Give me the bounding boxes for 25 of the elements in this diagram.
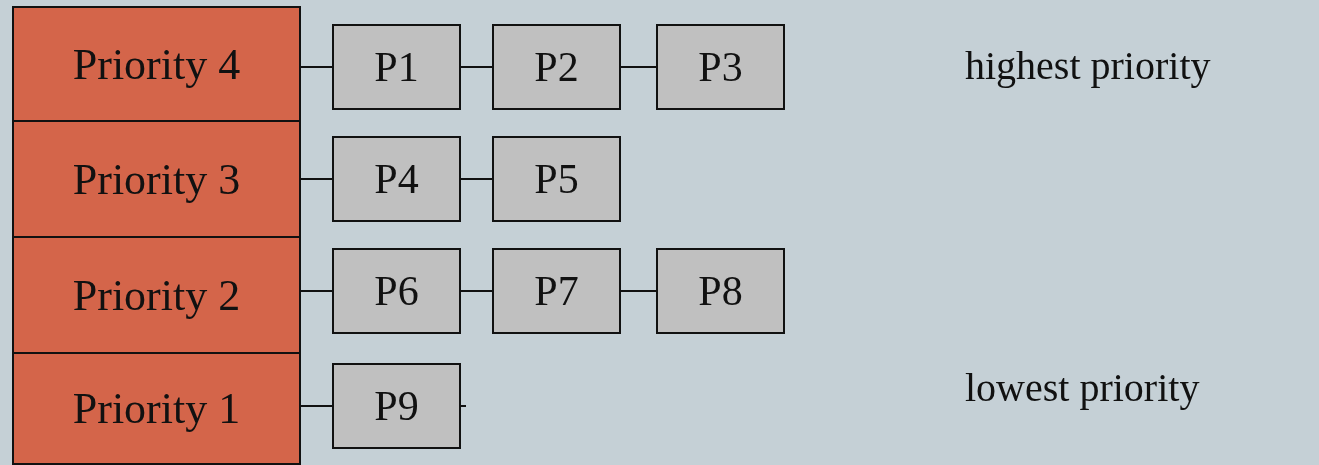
connector-line <box>300 405 333 407</box>
connector-line <box>300 66 333 68</box>
connector-line <box>460 66 493 68</box>
process-box: P5 <box>492 136 621 222</box>
connector-line <box>620 66 657 68</box>
process-box: P8 <box>656 248 785 334</box>
priority-queue-box: Priority 1 <box>12 352 301 465</box>
connector-line <box>460 178 493 180</box>
connector-line <box>460 405 467 407</box>
priority-queue-box: Priority 4 <box>12 6 301 122</box>
connector-line <box>300 178 333 180</box>
priority-note: lowest priority <box>965 364 1200 411</box>
process-box: P1 <box>332 24 461 110</box>
process-box: P4 <box>332 136 461 222</box>
connector-line <box>620 290 657 292</box>
connector-line <box>300 290 333 292</box>
connector-line <box>460 290 493 292</box>
priority-queue-box: Priority 2 <box>12 236 301 354</box>
process-box: P2 <box>492 24 621 110</box>
priority-queue-box: Priority 3 <box>12 120 301 238</box>
process-box: P6 <box>332 248 461 334</box>
process-box: P3 <box>656 24 785 110</box>
priority-note: highest priority <box>965 42 1211 89</box>
process-box: P7 <box>492 248 621 334</box>
process-box: P9 <box>332 363 461 449</box>
